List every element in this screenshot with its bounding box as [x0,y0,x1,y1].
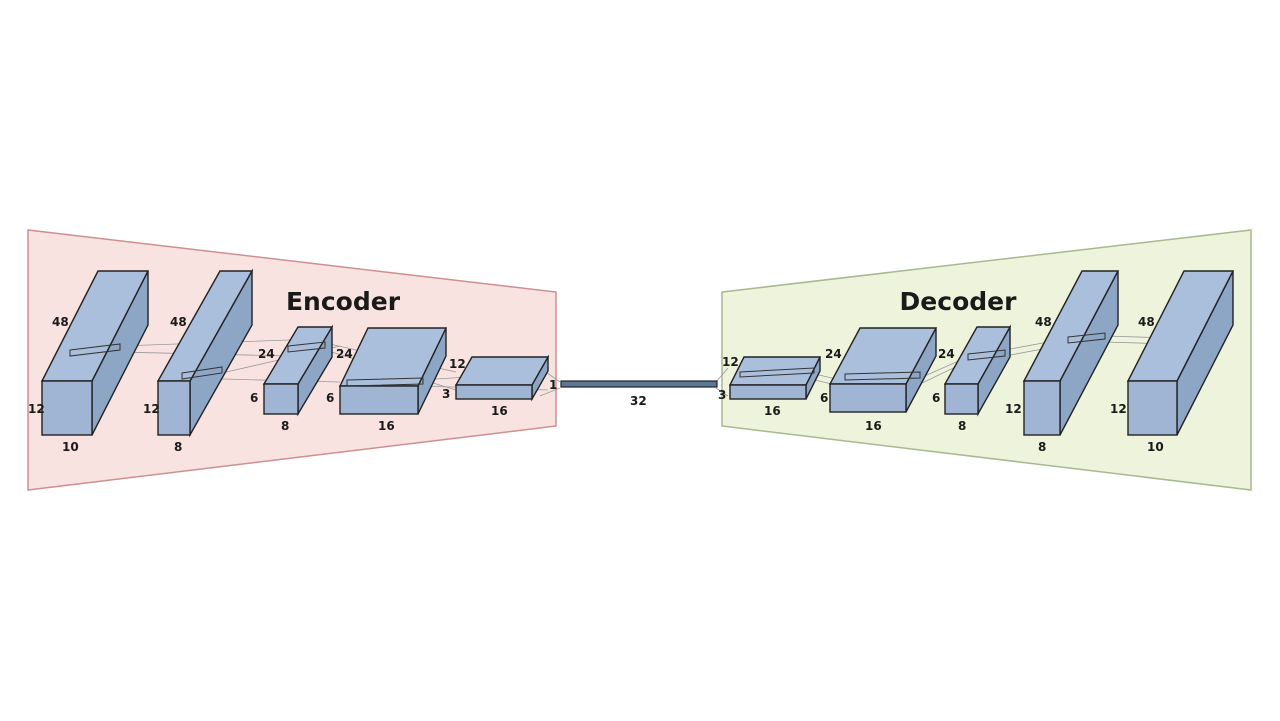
dec3-height: 6 [932,391,940,405]
dec4-height: 12 [1005,402,1022,416]
dec1-width: 16 [764,404,781,418]
enc5-depth: 12 [449,357,466,371]
encoder-layer-2 [156,268,254,438]
dec4-depth: 48 [1035,315,1052,329]
decoder-layer-2 [828,327,938,413]
enc2-height: 12 [143,402,160,416]
enc3-height: 6 [250,391,258,405]
dec2-width: 16 [865,419,882,433]
dec5-depth: 48 [1138,315,1155,329]
enc-tail-label: 1 [549,378,557,392]
enc2-depth: 48 [170,315,187,329]
enc4-height: 6 [326,391,334,405]
dec5-width: 10 [1147,440,1164,454]
enc1-width: 10 [62,440,79,454]
encoder-title: Encoder [286,287,401,316]
dec3-width: 8 [958,419,966,433]
decoder-layer-3 [943,324,1012,417]
dec3-depth: 24 [938,347,955,361]
dec2-height: 6 [820,391,828,405]
enc5-width: 16 [491,404,508,418]
decoder-layer-4 [1022,270,1120,436]
encoder-layer-3 [262,324,334,417]
encoder-layer-5 [454,354,550,402]
dec1-depth: 12 [722,355,739,369]
decoder-layer-1 [728,356,822,400]
enc3-depth: 24 [258,347,275,361]
encoder-layer-4 [338,327,448,415]
dec5-height: 12 [1110,402,1127,416]
enc2-width: 8 [174,440,182,454]
enc5-height: 3 [442,387,450,401]
dec4-width: 8 [1038,440,1046,454]
enc1-depth: 48 [52,315,69,329]
latent-vector [560,380,718,388]
enc4-width: 16 [378,419,395,433]
enc3-width: 8 [281,419,289,433]
latent-label: 32 [630,394,647,408]
dec2-depth: 24 [825,347,842,361]
decoder-title: Decoder [900,287,1018,316]
enc1-height: 12 [28,402,45,416]
decoder-layer-5 [1126,270,1235,436]
encoder-layer-1 [40,270,150,436]
dec1-height: 3 [718,388,726,402]
enc4-depth: 24 [336,347,353,361]
